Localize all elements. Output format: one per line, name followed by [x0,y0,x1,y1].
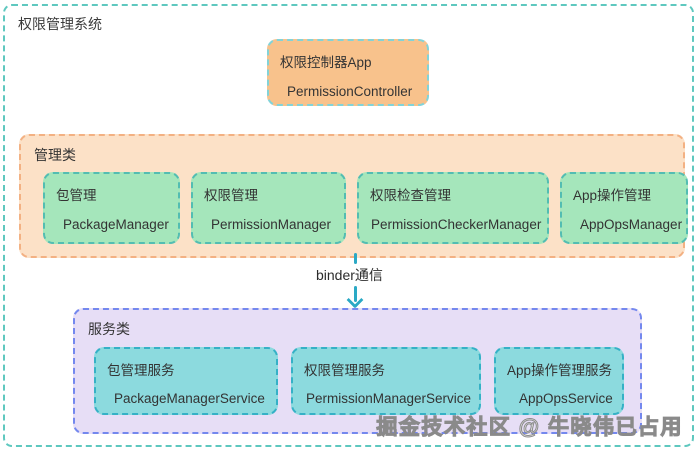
permission-manager-label: 权限管理 [204,188,258,203]
app-ops-manager-class-name: AppOpsManager [580,217,683,232]
app-ops-manager-box: App操作管理 AppOpsManager [560,172,688,244]
service-group-label: 服务类 [88,321,130,337]
permission-manager-service-box: 权限管理服务 PermissionManagerService [291,347,481,415]
service-row: 包管理服务 PackageManagerService 权限管理服务 Permi… [94,347,624,415]
binder-connection-label: binder通信 [316,267,383,283]
permission-manager-service-label: 权限管理服务 [304,363,385,378]
package-manager-service-box: 包管理服务 PackageManagerService [94,347,278,415]
watermark: 掘金技术社区 @ 牛晓伟已占用 [376,416,683,440]
app-ops-service-class-name: AppOpsService [519,391,613,406]
app-ops-service-label: App操作管理服务 [507,363,613,378]
permission-checker-manager-class-name: PermissionCheckerManager [371,217,542,232]
package-manager-class-name: PackageManager [63,217,169,232]
system-boundary: 权限管理系统 权限控制器App PermissionController 管理类… [3,4,694,447]
diagram-title: 权限管理系统 [18,16,102,32]
package-manager-service-class-name: PackageManagerService [114,391,265,406]
controller-app-class-name: PermissionController [287,84,413,99]
permission-checker-manager-box: 权限检查管理 PermissionCheckerManager [357,172,549,244]
package-manager-box: 包管理 PackageManager [43,172,180,244]
permission-checker-manager-label: 权限检查管理 [370,188,451,203]
package-manager-label: 包管理 [56,188,97,203]
package-manager-service-label: 包管理服务 [107,363,175,378]
binder-arrow-line-bottom [354,286,357,302]
permission-manager-class-name: PermissionManager [211,217,332,232]
controller-app-label: 权限控制器App [280,55,372,70]
service-group-container: 服务类 包管理服务 PackageManagerService 权限管理服务 P… [73,308,642,434]
permission-manager-box: 权限管理 PermissionManager [191,172,346,244]
permission-manager-service-class-name: PermissionManagerService [306,391,472,406]
manager-row: 包管理 PackageManager 权限管理 PermissionManage… [43,172,688,244]
app-ops-service-box: App操作管理服务 AppOpsService [494,347,624,415]
arrow-down-icon [346,291,364,309]
controller-app-box: 权限控制器App PermissionController [267,39,429,106]
app-ops-manager-label: App操作管理 [573,188,652,203]
manager-group-label: 管理类 [34,147,76,163]
binder-arrow-line-top [354,253,357,264]
manager-group-container: 管理类 包管理 PackageManager 权限管理 PermissionMa… [19,134,688,258]
